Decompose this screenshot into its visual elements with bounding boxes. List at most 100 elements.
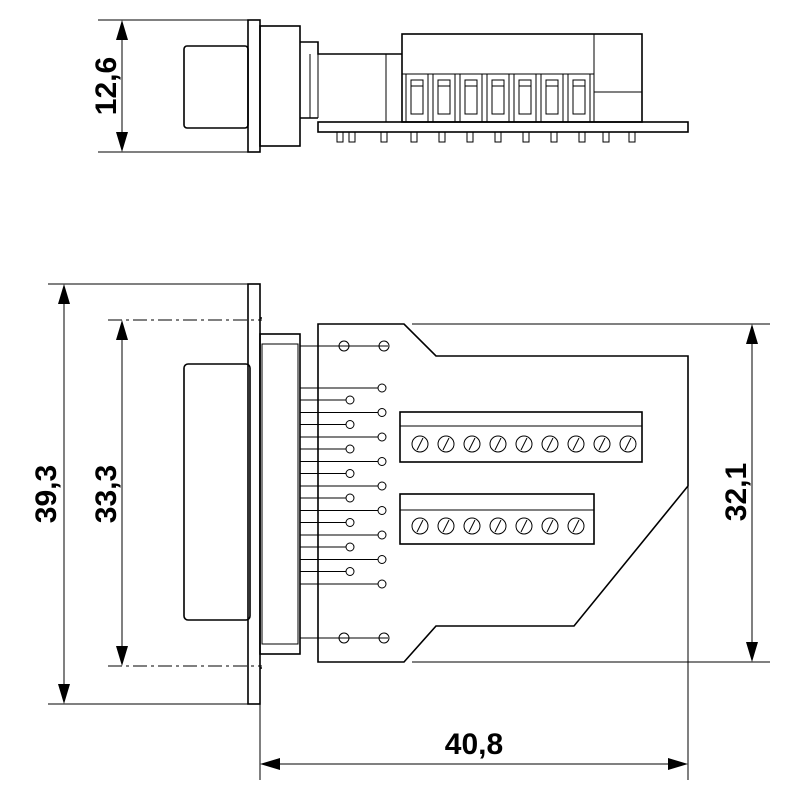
- screw-slot: [520, 519, 528, 533]
- dim-side-arrow-bottom: [116, 132, 128, 152]
- screw-slot: [546, 519, 554, 533]
- wire-pad: [377, 555, 387, 564]
- dim-flange-arrow-top: [116, 320, 128, 340]
- screw-head: [489, 435, 507, 453]
- side-solder-pin: [410, 131, 418, 143]
- side-solder-pin: [550, 131, 558, 143]
- wire-pad: [377, 432, 387, 442]
- dim-flange-height-label: 33,3: [90, 465, 123, 523]
- side-terminal-clamp: [572, 79, 586, 115]
- side-view: 12,6: [90, 19, 689, 153]
- front-flange-step: [260, 317, 262, 669]
- screw-head: [411, 435, 429, 453]
- terminal-block-upper: [399, 411, 643, 463]
- screw-slot: [468, 437, 476, 451]
- dim-overall-arrow-bottom: [58, 684, 70, 704]
- screw-head: [489, 517, 507, 535]
- side-terminal-clamp: [491, 79, 505, 115]
- screw-head: [411, 517, 429, 535]
- side-terminal-row: [405, 73, 591, 123]
- side-terminal-cell: [432, 73, 456, 123]
- side-solder-pin: [628, 131, 636, 143]
- screw-head: [541, 435, 559, 453]
- side-terminal-cell: [459, 73, 483, 123]
- wire-pad: [345, 542, 355, 552]
- screw-slot: [416, 519, 424, 533]
- screw-head: [437, 517, 455, 535]
- dim-overall-width-label: 40,8: [445, 728, 503, 761]
- wire-pad: [377, 579, 387, 589]
- screw-head: [593, 435, 611, 453]
- front-mount-holes: [338, 340, 390, 644]
- side-pcb: [317, 121, 689, 133]
- side-solder-pin: [578, 131, 586, 143]
- screw-head: [567, 517, 585, 535]
- side-terminal-clamp: [410, 79, 424, 115]
- side-terminal-cell: [486, 73, 510, 123]
- side-terminal-clamp: [437, 79, 451, 115]
- screw-slot: [520, 437, 528, 451]
- side-solder-pin: [348, 131, 356, 143]
- side-solder-pin: [466, 131, 474, 143]
- dim-width-arrow-right: [668, 758, 688, 770]
- side-terminal-cell: [405, 73, 429, 123]
- screw-head: [437, 435, 455, 453]
- wire-pad: [345, 420, 355, 429]
- screw-slot: [442, 519, 450, 533]
- wire-pad: [345, 493, 355, 503]
- front-view: 39,3 33,3 32,1 40,8: [30, 283, 770, 780]
- screw-slot: [572, 437, 580, 451]
- screw-head: [619, 435, 637, 453]
- wire-pad: [377, 506, 387, 515]
- wire-pad: [377, 457, 387, 466]
- dim-board-arrow-bottom: [746, 642, 758, 662]
- side-terminal-clamp: [464, 79, 478, 115]
- screw-head: [567, 435, 585, 453]
- wire-pad: [345, 567, 355, 576]
- dim-flange-arrow-bottom: [116, 646, 128, 666]
- screw-head: [515, 517, 533, 535]
- screw-head: [541, 517, 559, 535]
- dim-board-arrow-top: [746, 324, 758, 344]
- screw-slot: [572, 519, 580, 533]
- side-solder-pin: [380, 131, 388, 143]
- mount-hole: [378, 632, 390, 644]
- side-terminal-cell: [567, 73, 591, 123]
- screw-slot: [598, 437, 606, 451]
- wire-pad: [345, 469, 355, 478]
- side-terminal-cell: [540, 73, 564, 123]
- screw-slot: [468, 519, 476, 533]
- wire-pad: [377, 530, 387, 540]
- wire-pad: [345, 395, 355, 405]
- side-pin-row: [336, 131, 636, 143]
- front-back-housing: [259, 333, 301, 655]
- dim-side-height-label: 12,6: [90, 57, 123, 115]
- screw-slot: [442, 437, 450, 451]
- front-dsub-shell: [183, 363, 251, 621]
- screw-slot: [416, 437, 424, 451]
- side-flange: [247, 19, 261, 153]
- dim-overall-height-label: 39,3: [30, 465, 63, 523]
- side-solder-pin: [438, 131, 446, 143]
- screw-head: [515, 435, 533, 453]
- side-terminal-clamp: [545, 79, 559, 115]
- wire-pad: [345, 518, 355, 527]
- side-terminal-cell: [513, 73, 537, 123]
- front-wire-bundle: [300, 383, 387, 589]
- screw-head: [463, 517, 481, 535]
- screw-slot: [546, 437, 554, 451]
- side-solder-pin: [602, 131, 610, 143]
- dim-overall-arrow-top: [58, 284, 70, 304]
- terminal-block-lower: [399, 493, 595, 545]
- terminal-row-upper: [411, 435, 637, 453]
- dim-side-arrow-top: [116, 20, 128, 40]
- dim-width-arrow-left: [260, 758, 280, 770]
- screw-slot: [494, 519, 502, 533]
- side-terminal-clamp: [518, 79, 532, 115]
- side-back-housing: [259, 25, 301, 147]
- screw-slot: [624, 437, 632, 451]
- dim-board-height-label: 32,1: [720, 463, 753, 521]
- side-neck: [300, 41, 402, 119]
- terminal-row-lower: [411, 517, 585, 535]
